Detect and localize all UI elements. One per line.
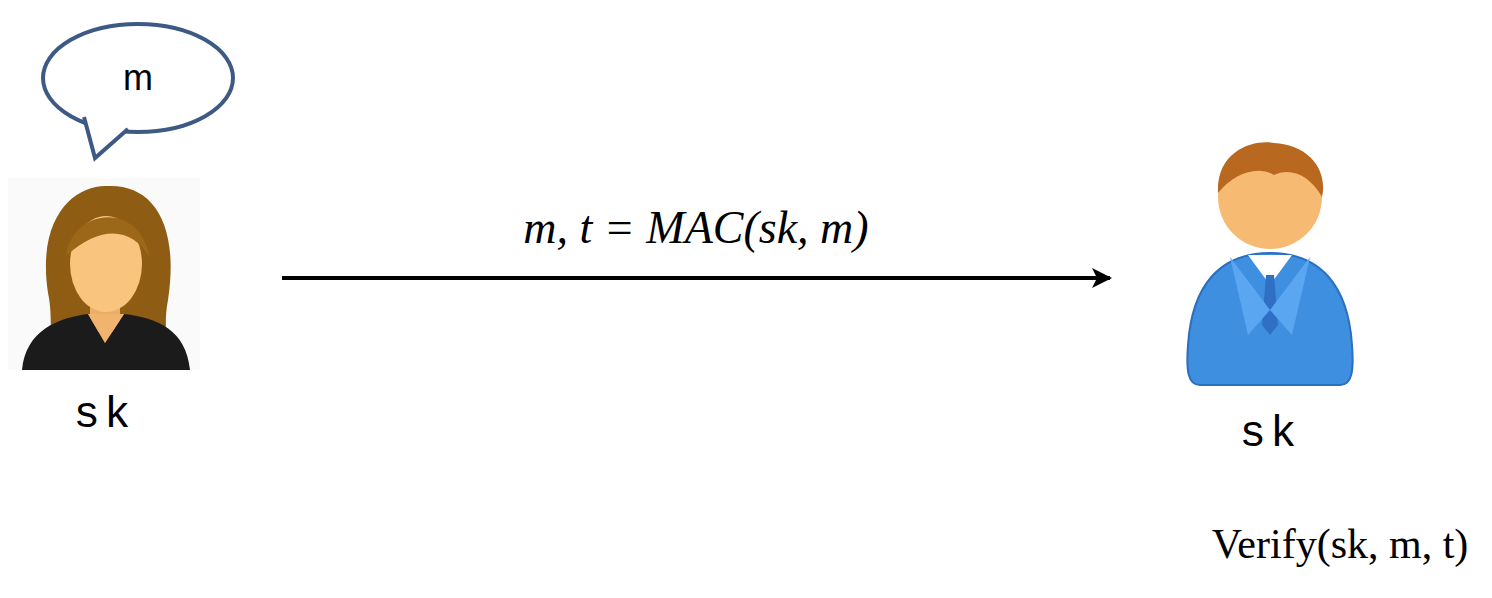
message-arrow: [282, 276, 1110, 280]
edge-label: m, t = MAC(sk, m): [523, 202, 868, 254]
key-label: sk: [74, 390, 135, 440]
woman-icon: [8, 178, 200, 370]
person-node: sk: [8, 178, 200, 446]
person-node: sk: [1170, 135, 1370, 465]
speech-bubble-node: m: [40, 20, 236, 160]
message-text: m: [123, 58, 153, 98]
verify-label: Verify(sk, m, t): [1212, 520, 1469, 568]
key-label: sk: [1240, 409, 1301, 459]
man-icon: [1170, 135, 1370, 390]
